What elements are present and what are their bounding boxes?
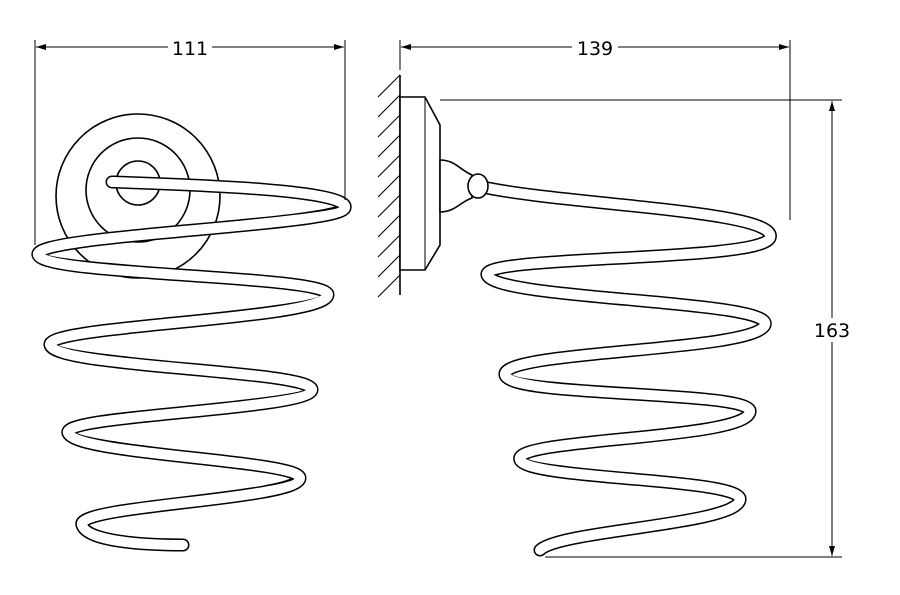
side-view [377, 74, 777, 557]
bracket-neck [439, 159, 473, 213]
front-view [31, 113, 352, 552]
dimension-label-height: 163 [814, 320, 850, 342]
bracket-knob [467, 173, 489, 199]
front-spiral-fill [32, 177, 350, 550]
side-spiral-fill [473, 181, 776, 555]
wall-plate [399, 96, 441, 271]
dimension-163: 163 [440, 99, 856, 558]
dimension-label-depth: 139 [577, 38, 613, 60]
dimension-139: 139 [399, 36, 791, 220]
dimension-111: 111 [34, 36, 346, 245]
wall-hatching [377, 74, 401, 298]
dimension-label-width: 111 [172, 38, 208, 60]
